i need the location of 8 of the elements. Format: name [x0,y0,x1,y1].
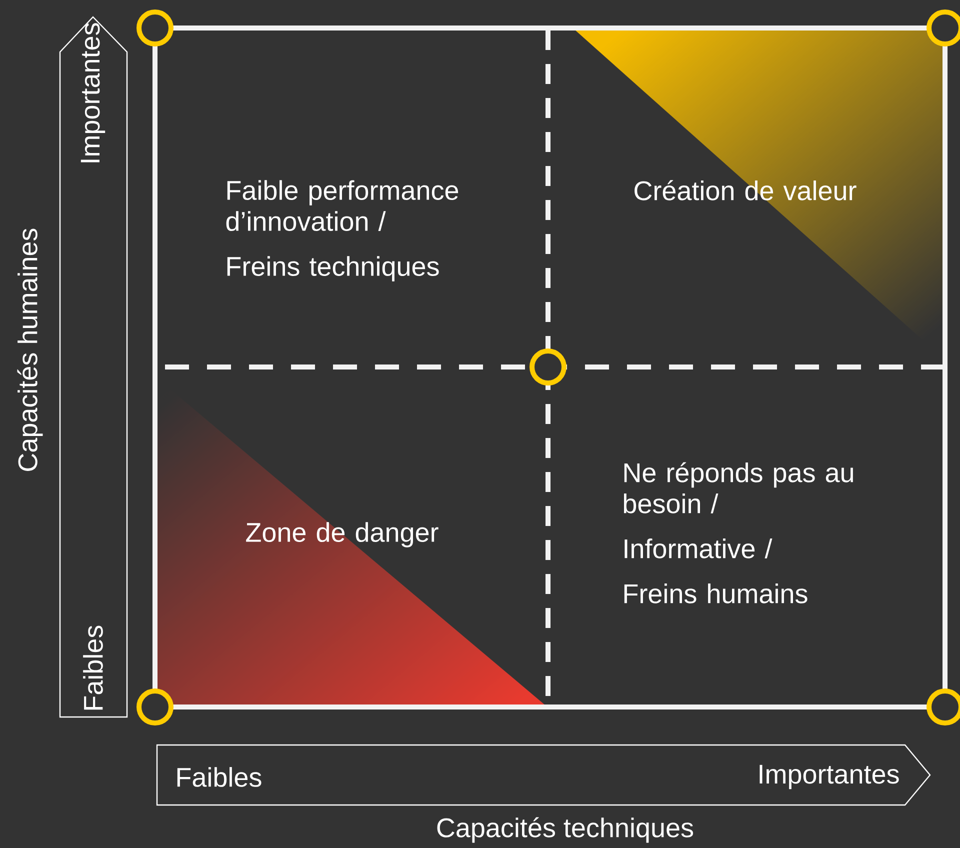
quadrant-label: Zone de danger [246,522,438,548]
axis-end-label: Faibles [83,626,103,710]
quadrant-label: Création de valeur [634,180,856,200]
axis-end-label: Importantes [760,764,899,790]
quadrant-label: Ne réponds pas au besoin / Informative / Freins humains [624,462,853,604]
axis-end-label: Faibles [177,767,262,787]
axis-end-label: Importantes [80,23,106,162]
quadrant-label: Faible performance d’innovation / Freins techniques [226,180,458,282]
